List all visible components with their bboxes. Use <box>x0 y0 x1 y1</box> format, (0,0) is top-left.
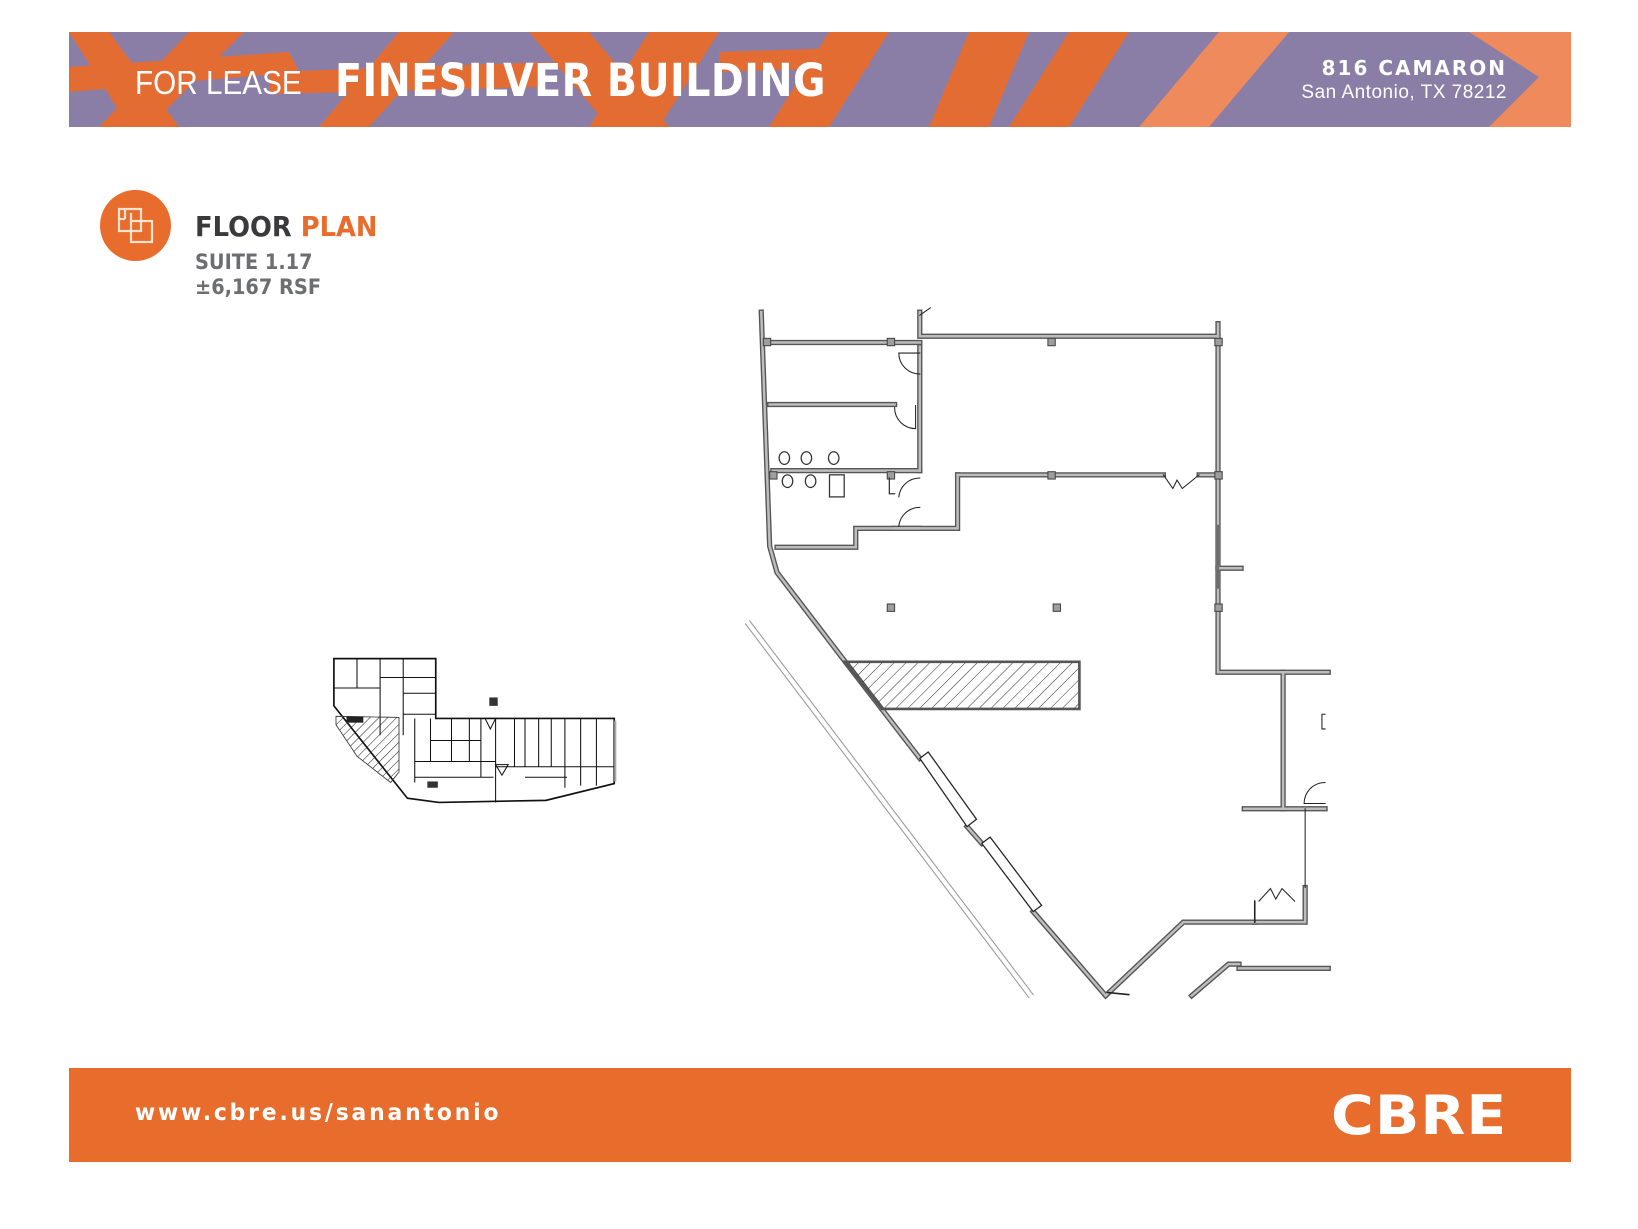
cbre-logo: CBRE <box>1330 1084 1507 1147</box>
address-street: 816 CAMARON <box>1321 56 1507 80</box>
heading-floor: FLOOR <box>195 210 292 243</box>
building-title: FINESILVER BUILDING <box>335 54 826 107</box>
floor-plan-heading: FLOOR PLAN <box>195 210 377 243</box>
for-lease-label: FOR LEASE <box>135 64 302 101</box>
suite-1-17-floor-plan <box>744 307 1331 1000</box>
floor-plan-icon <box>100 190 171 261</box>
header-banner: FOR LEASE FINESILVER BUILDING 816 CAMARO… <box>69 32 1571 127</box>
heading-plan: PLAN <box>300 210 378 243</box>
suite-number: SUITE 1.17 <box>195 250 313 274</box>
banner-pattern <box>69 32 1571 127</box>
address-city: San Antonio, TX 78212 <box>1301 82 1507 103</box>
suite-area: ±6,167 RSF <box>195 275 322 299</box>
building-key-plan <box>333 657 617 804</box>
website-link[interactable]: www.cbre.us/sanantonio <box>135 1100 502 1126</box>
footer-bar: www.cbre.us/sanantonio CBRE <box>69 1068 1571 1162</box>
